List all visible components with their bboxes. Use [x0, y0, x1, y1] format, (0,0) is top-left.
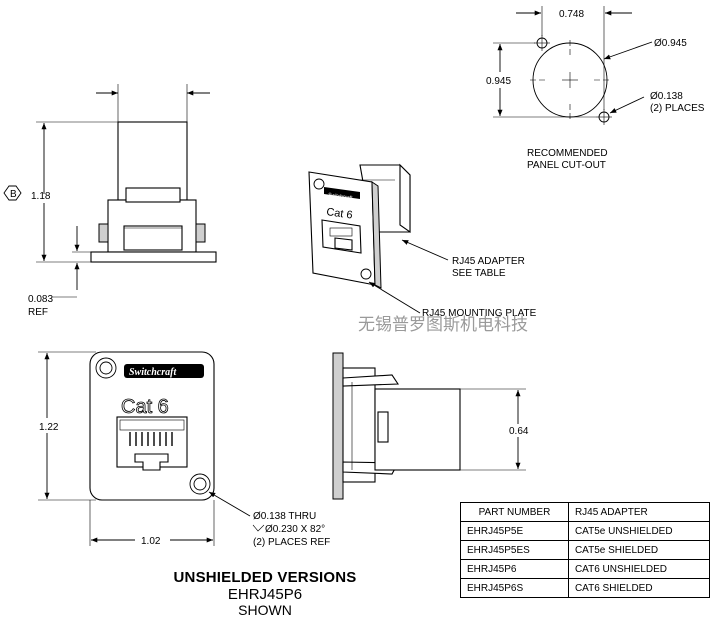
part-number-table: PART NUMBER RJ45 ADAPTER EHRJ45P5E CAT5e…: [460, 502, 711, 598]
table-row: EHRJ45P6 CAT6 UNSHIELDED: [460, 559, 711, 579]
logo-text: Switchcraft: [129, 367, 177, 378]
flange-dim: 0.083: [28, 294, 53, 305]
flange-ref: REF: [28, 307, 48, 318]
table-cell: CAT5e SHIELDED: [567, 540, 711, 560]
table-header: RJ45 ADAPTER: [567, 502, 711, 522]
table-cell: CAT5e UNSHIELDED: [567, 521, 711, 541]
title-line-2: EHRJ45P6: [227, 586, 303, 603]
side-view: 0.64: [332, 352, 529, 500]
table-cell: EHRJ45P5ES: [460, 540, 569, 560]
top-side-view: 1.18 B 0.083 REF: [3, 84, 217, 318]
side-depth-dim: 0.64: [509, 426, 529, 437]
table-row: EHRJ45P5E CAT5e UNSHIELDED: [460, 521, 711, 541]
cutout-dia-dim: Ø0.945: [654, 38, 687, 49]
front-view: Switchcraft Cat 6 1.22 1.02 Ø0.138 THRU …: [38, 351, 330, 548]
mounting-plate-note: RJ45 MOUNTING PLATE: [422, 308, 537, 319]
hole-places: (2) PLACES: [650, 103, 705, 114]
table-cell: EHRJ45P5E: [460, 521, 569, 541]
thru-note-3: (2) PLACES REF: [253, 537, 330, 548]
cutout-note-1: RECOMMENDED: [527, 148, 608, 159]
table-cell: EHRJ45P6S: [460, 578, 569, 598]
cutout-width-dim: 0.748: [559, 9, 584, 20]
front-height-dim: 1.22: [39, 422, 59, 433]
table-header-row: PART NUMBER RJ45 ADAPTER: [460, 502, 711, 522]
cutout-note-2: PANEL CUT-OUT: [527, 160, 606, 171]
front-width-dim: 1.02: [141, 536, 161, 547]
watermark: 无锡普罗图斯机电科技: [358, 315, 528, 335]
table-row: EHRJ45P6S CAT6 SHIELDED: [460, 578, 711, 598]
adapter-note-1: RJ45 ADAPTER: [452, 256, 525, 267]
iso-cat-label: Cat 6: [326, 206, 354, 222]
table-header: PART NUMBER: [460, 502, 569, 522]
adapter-note-2: SEE TABLE: [452, 268, 506, 279]
datum-label: B: [10, 189, 17, 200]
table-cell: EHRJ45P6: [460, 559, 569, 579]
table-cell: CAT6 SHIELDED: [567, 578, 711, 598]
table-row: EHRJ45P5ES CAT5e SHIELDED: [460, 540, 711, 560]
logo-plate: [124, 364, 204, 378]
table-cell: CAT6 UNSHIELDED: [567, 559, 711, 579]
hole-dia-dim: Ø0.138: [650, 91, 683, 102]
title-line-3: SHOWN: [238, 602, 292, 618]
thru-note-2: Ø0.230 X 82°: [265, 524, 325, 535]
cutout-height-dim: 0.945: [486, 76, 511, 87]
title-line-1: UNSHIELDED VERSIONS: [173, 569, 357, 586]
height-dim: 1.18: [31, 191, 51, 202]
svg-text:Switchcraft: Switchcraft: [328, 192, 354, 201]
cat-label: Cat 6: [121, 396, 169, 418]
isometric-view: Switchcraft Cat 6 RJ45 ADAPTER SEE TABLE…: [308, 163, 537, 319]
panel-cutout: 0.748 0.945 Ø0.945 Ø0.138 (2) PLACES REC…: [486, 6, 705, 171]
thru-note-1: Ø0.138 THRU: [253, 511, 316, 522]
